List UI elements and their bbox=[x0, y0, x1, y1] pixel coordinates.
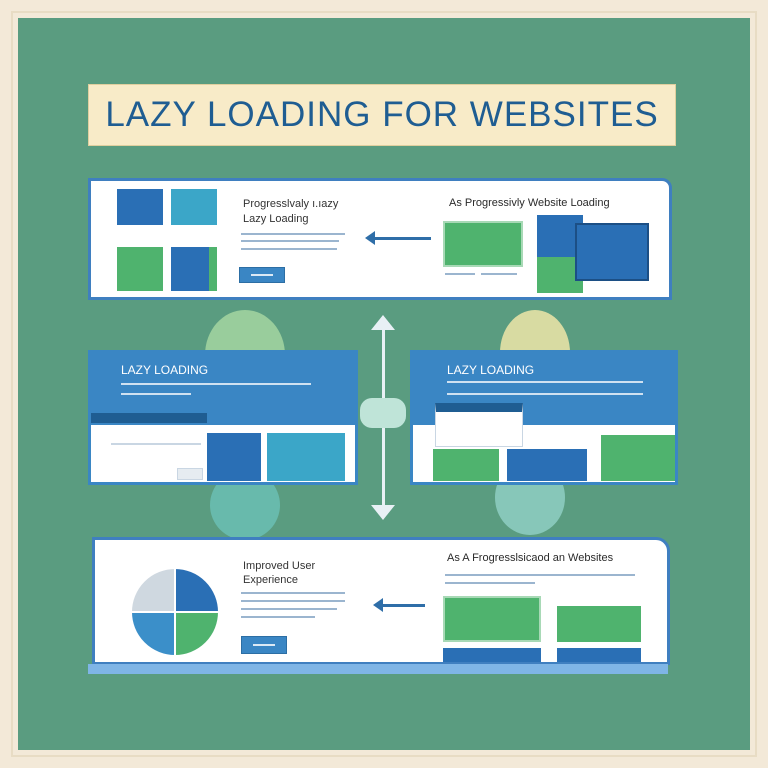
text-line bbox=[121, 393, 191, 395]
preview-green bbox=[557, 606, 641, 642]
bottom-panel-base bbox=[88, 664, 668, 674]
arrow-down-head bbox=[371, 505, 395, 520]
text-line bbox=[447, 393, 643, 395]
top-left-heading-line2: Lazy Loading bbox=[243, 213, 309, 225]
text-line bbox=[447, 381, 643, 383]
text-line bbox=[241, 616, 315, 618]
text-line bbox=[111, 443, 201, 445]
browser-window bbox=[435, 403, 523, 447]
thumbnail-blue-green bbox=[171, 247, 217, 291]
arrow-left bbox=[373, 598, 425, 612]
bottom-right-heading: As A Frogresslsicaod an Websites bbox=[447, 552, 614, 564]
pie-slice bbox=[174, 566, 221, 613]
mid-right-heading: LAZY LOADING bbox=[447, 363, 535, 377]
preview-blue-large bbox=[575, 223, 649, 281]
connector-shape bbox=[360, 398, 406, 428]
outer-frame bbox=[11, 11, 757, 757]
arrow-up-head bbox=[371, 315, 395, 330]
preview-blue bbox=[443, 648, 541, 662]
text-line bbox=[445, 574, 635, 576]
text-line bbox=[241, 608, 337, 610]
text-line bbox=[241, 240, 339, 242]
content-blue-block bbox=[507, 449, 587, 481]
arrow-left bbox=[365, 231, 431, 245]
bottom-left-heading-line2: Experience bbox=[243, 574, 299, 586]
title-banner: LAZY LOADING FOR WEBSITES bbox=[88, 84, 676, 146]
thumbnail-green bbox=[117, 247, 163, 291]
thumbnail-blue bbox=[117, 189, 163, 225]
text-line bbox=[241, 233, 345, 235]
text-line bbox=[445, 273, 475, 275]
mid-left-panel: LAZY LOADING bbox=[88, 350, 358, 485]
text-line bbox=[241, 592, 345, 594]
top-right-heading: As Progressivly Website Loading bbox=[449, 197, 610, 209]
pie-chart bbox=[129, 566, 221, 658]
top-left-heading-line1: Progresslvaly ı.ıazy bbox=[243, 198, 339, 210]
content-green-block bbox=[433, 449, 499, 481]
pie-slice bbox=[129, 566, 176, 613]
bottom-left-button[interactable] bbox=[241, 636, 287, 654]
pie-slice bbox=[129, 611, 176, 658]
mid-left-heading: LAZY LOADING bbox=[121, 363, 209, 377]
text-line bbox=[481, 273, 517, 275]
text-line bbox=[241, 248, 337, 250]
top-left-button[interactable] bbox=[239, 267, 285, 283]
preview-green bbox=[443, 221, 523, 267]
content-teal-block bbox=[267, 433, 345, 481]
text-line bbox=[121, 383, 311, 385]
preview-green bbox=[443, 596, 541, 642]
bottom-panel: Improved User Experience As A Frogressls… bbox=[92, 537, 670, 665]
text-line bbox=[241, 600, 345, 602]
mid-right-panel: LAZY LOADING bbox=[410, 350, 678, 485]
bottom-left-heading-line1: Improved User bbox=[243, 560, 316, 572]
text-line bbox=[445, 582, 535, 584]
browser-bar bbox=[91, 413, 207, 423]
pie-slice bbox=[174, 611, 221, 658]
search-box[interactable] bbox=[177, 468, 203, 480]
page-title: LAZY LOADING FOR WEBSITES bbox=[105, 95, 659, 134]
preview-blue bbox=[557, 648, 641, 662]
top-panel: Progresslvaly ı.ıazy Lazy Loading As Pro… bbox=[88, 178, 672, 300]
content-green-block bbox=[601, 435, 675, 481]
content-blue-block bbox=[207, 433, 261, 481]
thumbnail-teal bbox=[171, 189, 217, 225]
